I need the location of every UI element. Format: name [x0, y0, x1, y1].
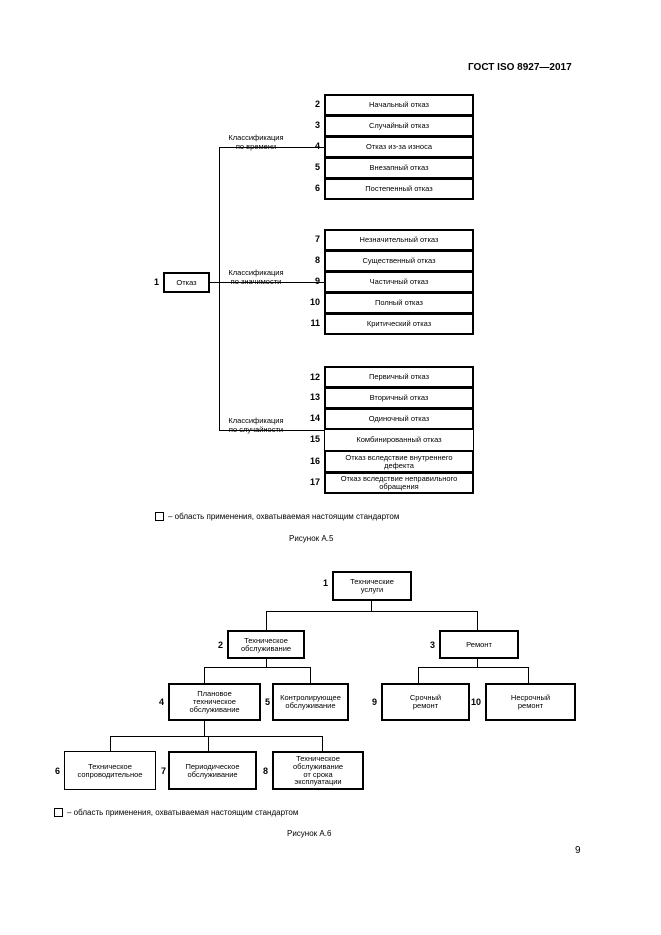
node-urgent-repair: Срочный ремонт [381, 683, 470, 721]
legend-square-icon [155, 512, 164, 521]
connector [266, 611, 478, 612]
connector [418, 667, 419, 683]
document-header: ГОСТ ISO 8927—2017 [468, 62, 572, 73]
connector [477, 659, 478, 668]
node-number: 15 [309, 434, 320, 444]
node-number: 4 [158, 697, 164, 707]
node-number: 5 [264, 697, 270, 707]
connector [266, 659, 267, 668]
connector [204, 667, 311, 668]
node-number: 11 [310, 318, 320, 328]
node-number: 6 [314, 183, 320, 193]
node-secondary-failure: Вторичный отказ [324, 387, 474, 409]
node-complete-failure: Полный отказ [324, 292, 474, 314]
node-number: 4 [314, 141, 320, 151]
node-primary-failure: Первичный отказ [324, 366, 474, 388]
connector [310, 667, 311, 683]
group-label-significance: Классификация по значимости [228, 268, 284, 286]
legend-text: – область применения, охватываемая насто… [67, 808, 299, 817]
node-number: 5 [314, 162, 320, 172]
connector [210, 282, 220, 283]
node-mishandling-failure: Отказ вследствие неправильного обращения [324, 472, 474, 494]
connector [208, 736, 209, 751]
node-lifetime-maintenance: Техническое обслуживание от срока эксплу… [272, 751, 364, 790]
page-number: 9 [575, 845, 581, 856]
node-non-urgent-repair: Несрочный ремонт [485, 683, 576, 721]
connector [371, 601, 372, 612]
connector [204, 721, 205, 737]
connector [418, 667, 529, 668]
node-single-failure: Одиночный отказ [324, 408, 474, 430]
node-random-failure: Случайный отказ [324, 115, 474, 137]
legend: – область применения, охватываемая насто… [54, 808, 298, 817]
node-number: 14 [309, 413, 320, 423]
node-number: 2 [217, 640, 223, 650]
node-number: 3 [314, 120, 320, 130]
node-partial-failure: Частичный отказ [324, 271, 474, 293]
node-wearout-failure: Отказ из-за износа [324, 136, 474, 158]
node-number: 8 [314, 255, 320, 265]
node-major-failure: Существенный отказ [324, 250, 474, 272]
node-internal-defect-failure: Отказ вследствие внутреннего дефекта [324, 450, 474, 473]
legend: – область применения, охватываемая насто… [155, 512, 399, 521]
node-number: 1 [322, 578, 328, 588]
node-number: 7 [314, 234, 320, 244]
connector [204, 667, 205, 683]
connector [110, 736, 111, 751]
node-number: 7 [160, 766, 166, 776]
node-number: 17 [309, 477, 320, 487]
node-number: 8 [262, 766, 268, 776]
node-repair: Ремонт [439, 630, 519, 659]
node-number: 13 [309, 392, 320, 402]
node-initial-failure: Начальный отказ [324, 94, 474, 116]
connector [266, 611, 267, 630]
connector [528, 667, 529, 683]
node-number: 10 [470, 697, 481, 707]
node-number: 1 [153, 277, 159, 287]
figure-caption: Рисунок А.6 [287, 829, 332, 838]
legend-square-icon [54, 808, 63, 817]
root-node-failure: Отказ [163, 272, 210, 293]
node-critical-failure: Критический отказ [324, 313, 474, 335]
node-gradual-failure: Постепенный отказ [324, 178, 474, 200]
node-minor-failure: Незначительный отказ [324, 229, 474, 251]
node-number: 3 [429, 640, 435, 650]
connector [219, 282, 324, 283]
group-label-time: Классификация по времени [228, 133, 284, 151]
connector [322, 736, 323, 751]
connector [110, 736, 323, 737]
figure-caption: Рисунок А.5 [289, 534, 334, 543]
node-number: 10 [309, 297, 320, 307]
node-number: 6 [54, 766, 60, 776]
group-label-randomness: Классификация по случайности [228, 416, 284, 434]
legend-text: – область применения, охватываемая насто… [168, 512, 400, 521]
node-number: 9 [371, 697, 377, 707]
connector [219, 147, 220, 431]
connector [219, 147, 324, 148]
node-periodic-maintenance: Периодическое обслуживание [168, 751, 257, 790]
node-combined-failure: Комбинированный отказ [324, 429, 474, 451]
node-maintenance: Техническое обслуживание [227, 630, 305, 659]
node-number: 2 [314, 99, 320, 109]
node-accompanying-maintenance: Техническое сопроводительное [64, 751, 156, 790]
node-number: 16 [309, 456, 320, 466]
node-technical-services: Технические услуги [332, 571, 412, 601]
connector [219, 430, 324, 431]
node-number: 12 [309, 372, 320, 382]
node-planned-maintenance: Плановое техническое обслуживание [168, 683, 261, 721]
node-number: 9 [314, 276, 320, 286]
node-monitoring-maintenance: Контролирующее обслуживание [272, 683, 349, 721]
connector [477, 611, 478, 630]
node-sudden-failure: Внезапный отказ [324, 157, 474, 179]
